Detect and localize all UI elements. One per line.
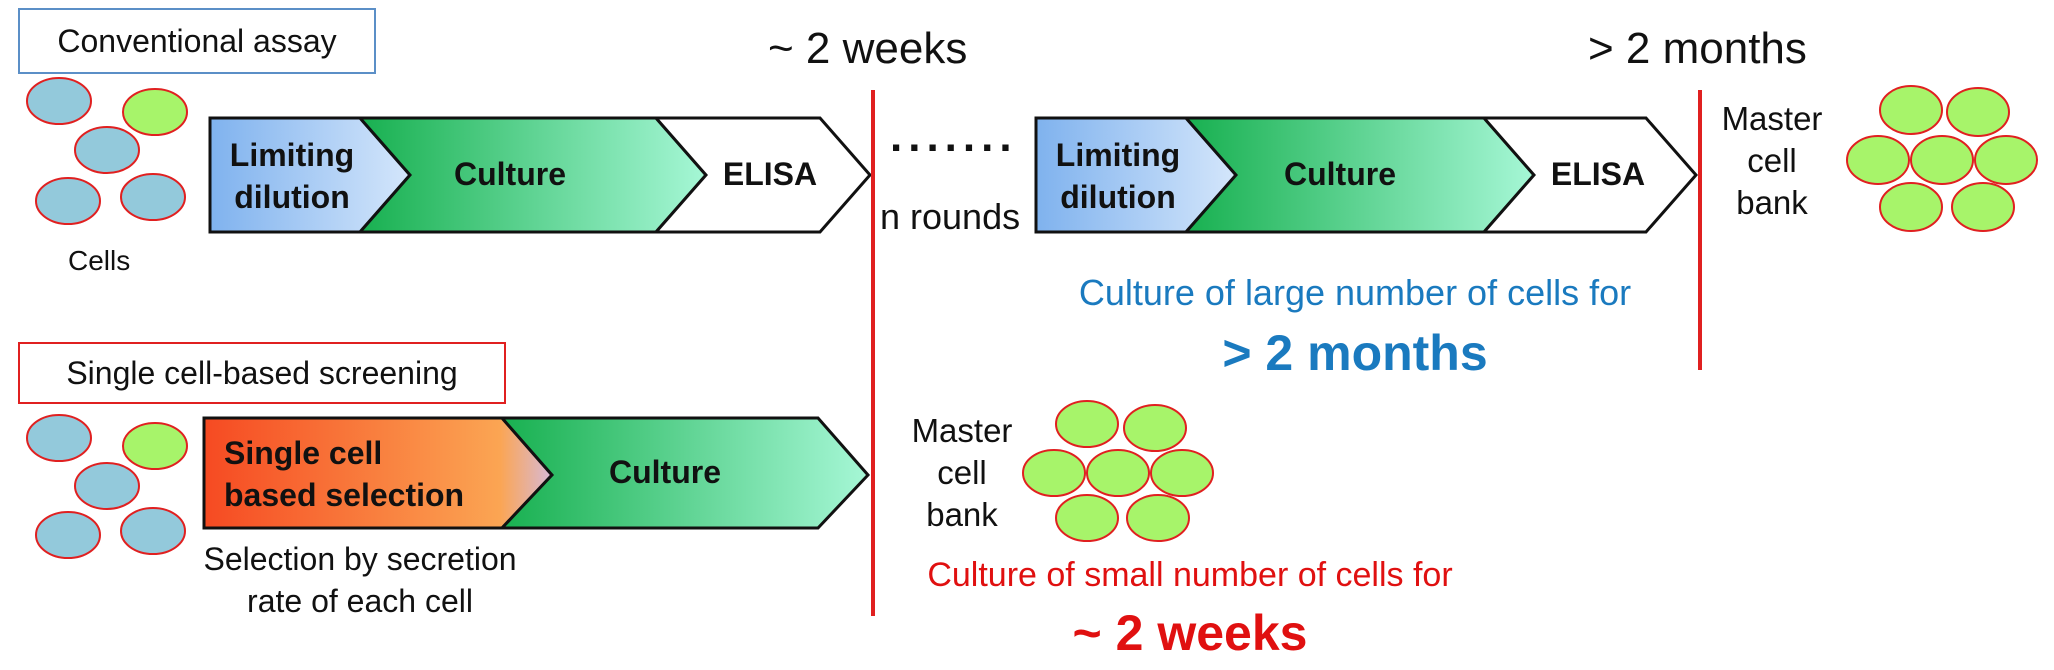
master-cell-bank-single-cell [1022,400,1214,542]
green-cell [1055,400,1119,448]
green-cell [1879,182,1943,232]
large-culture-note: Culture of large number of cells for [1078,272,1632,313]
large-culture-duration: > 2 months [1222,325,1488,381]
green-cell [1123,404,1187,452]
conventional-pipeline-1 [208,116,872,234]
green-cell [1055,494,1119,542]
blue-cell [35,511,101,559]
cells-label: Cells [68,245,131,276]
blue-cell [74,126,140,174]
blue-cell [120,173,186,221]
master-cell-bank-label: Master cell bank [911,412,1013,533]
green-cell [122,88,188,136]
conventional-pipeline-2 [1034,116,1698,234]
culture-step [498,416,871,530]
elisa-label: ELISA [722,156,818,192]
culture-label: Culture [1284,156,1396,192]
green-cell [1150,449,1214,497]
culture-label: Culture [609,454,721,490]
small-culture-duration: ~ 2 weeks [1072,605,1308,661]
green-cell [1946,87,2010,137]
master-cell-bank-conventional [1846,85,2038,232]
conventional-cells [26,77,188,225]
two-weeks-time-label: ~ 2 weeks [768,24,968,73]
green-cell [122,422,188,470]
elisa-label: ELISA [1550,156,1646,192]
master-cell-bank-label: Master cell bank [1721,100,1823,221]
green-cell [1086,449,1150,497]
green-cell [1022,449,1086,497]
blue-cell [26,77,92,125]
green-cell [1126,494,1190,542]
green-cell [1879,85,1943,135]
two-months-time-label: > 2 months [1588,24,1807,73]
single-cell-cells [26,414,188,559]
blue-cell [35,177,101,225]
blue-cell [74,462,140,510]
culture-label: Culture [454,156,566,192]
n-rounds-label: n rounds [880,196,1021,237]
single-cell-pipeline [202,416,871,530]
green-cell [1910,135,1974,185]
elisa-step [652,116,872,234]
elisa-step [1480,116,1698,234]
single-cell-screening-label: Single cell-based screening [18,342,506,404]
selection-note: Selection by secretion rate of each cell [203,541,517,619]
green-cell [1846,135,1910,185]
green-cell [1974,135,2038,185]
blue-cell [26,414,92,462]
blue-cell [120,507,186,555]
ellipsis-dots: ....... [890,112,1018,161]
small-culture-note: Culture of small number of cells for [927,556,1453,594]
green-cell [1951,182,2015,232]
conventional-assay-label: Conventional assay [18,8,376,74]
